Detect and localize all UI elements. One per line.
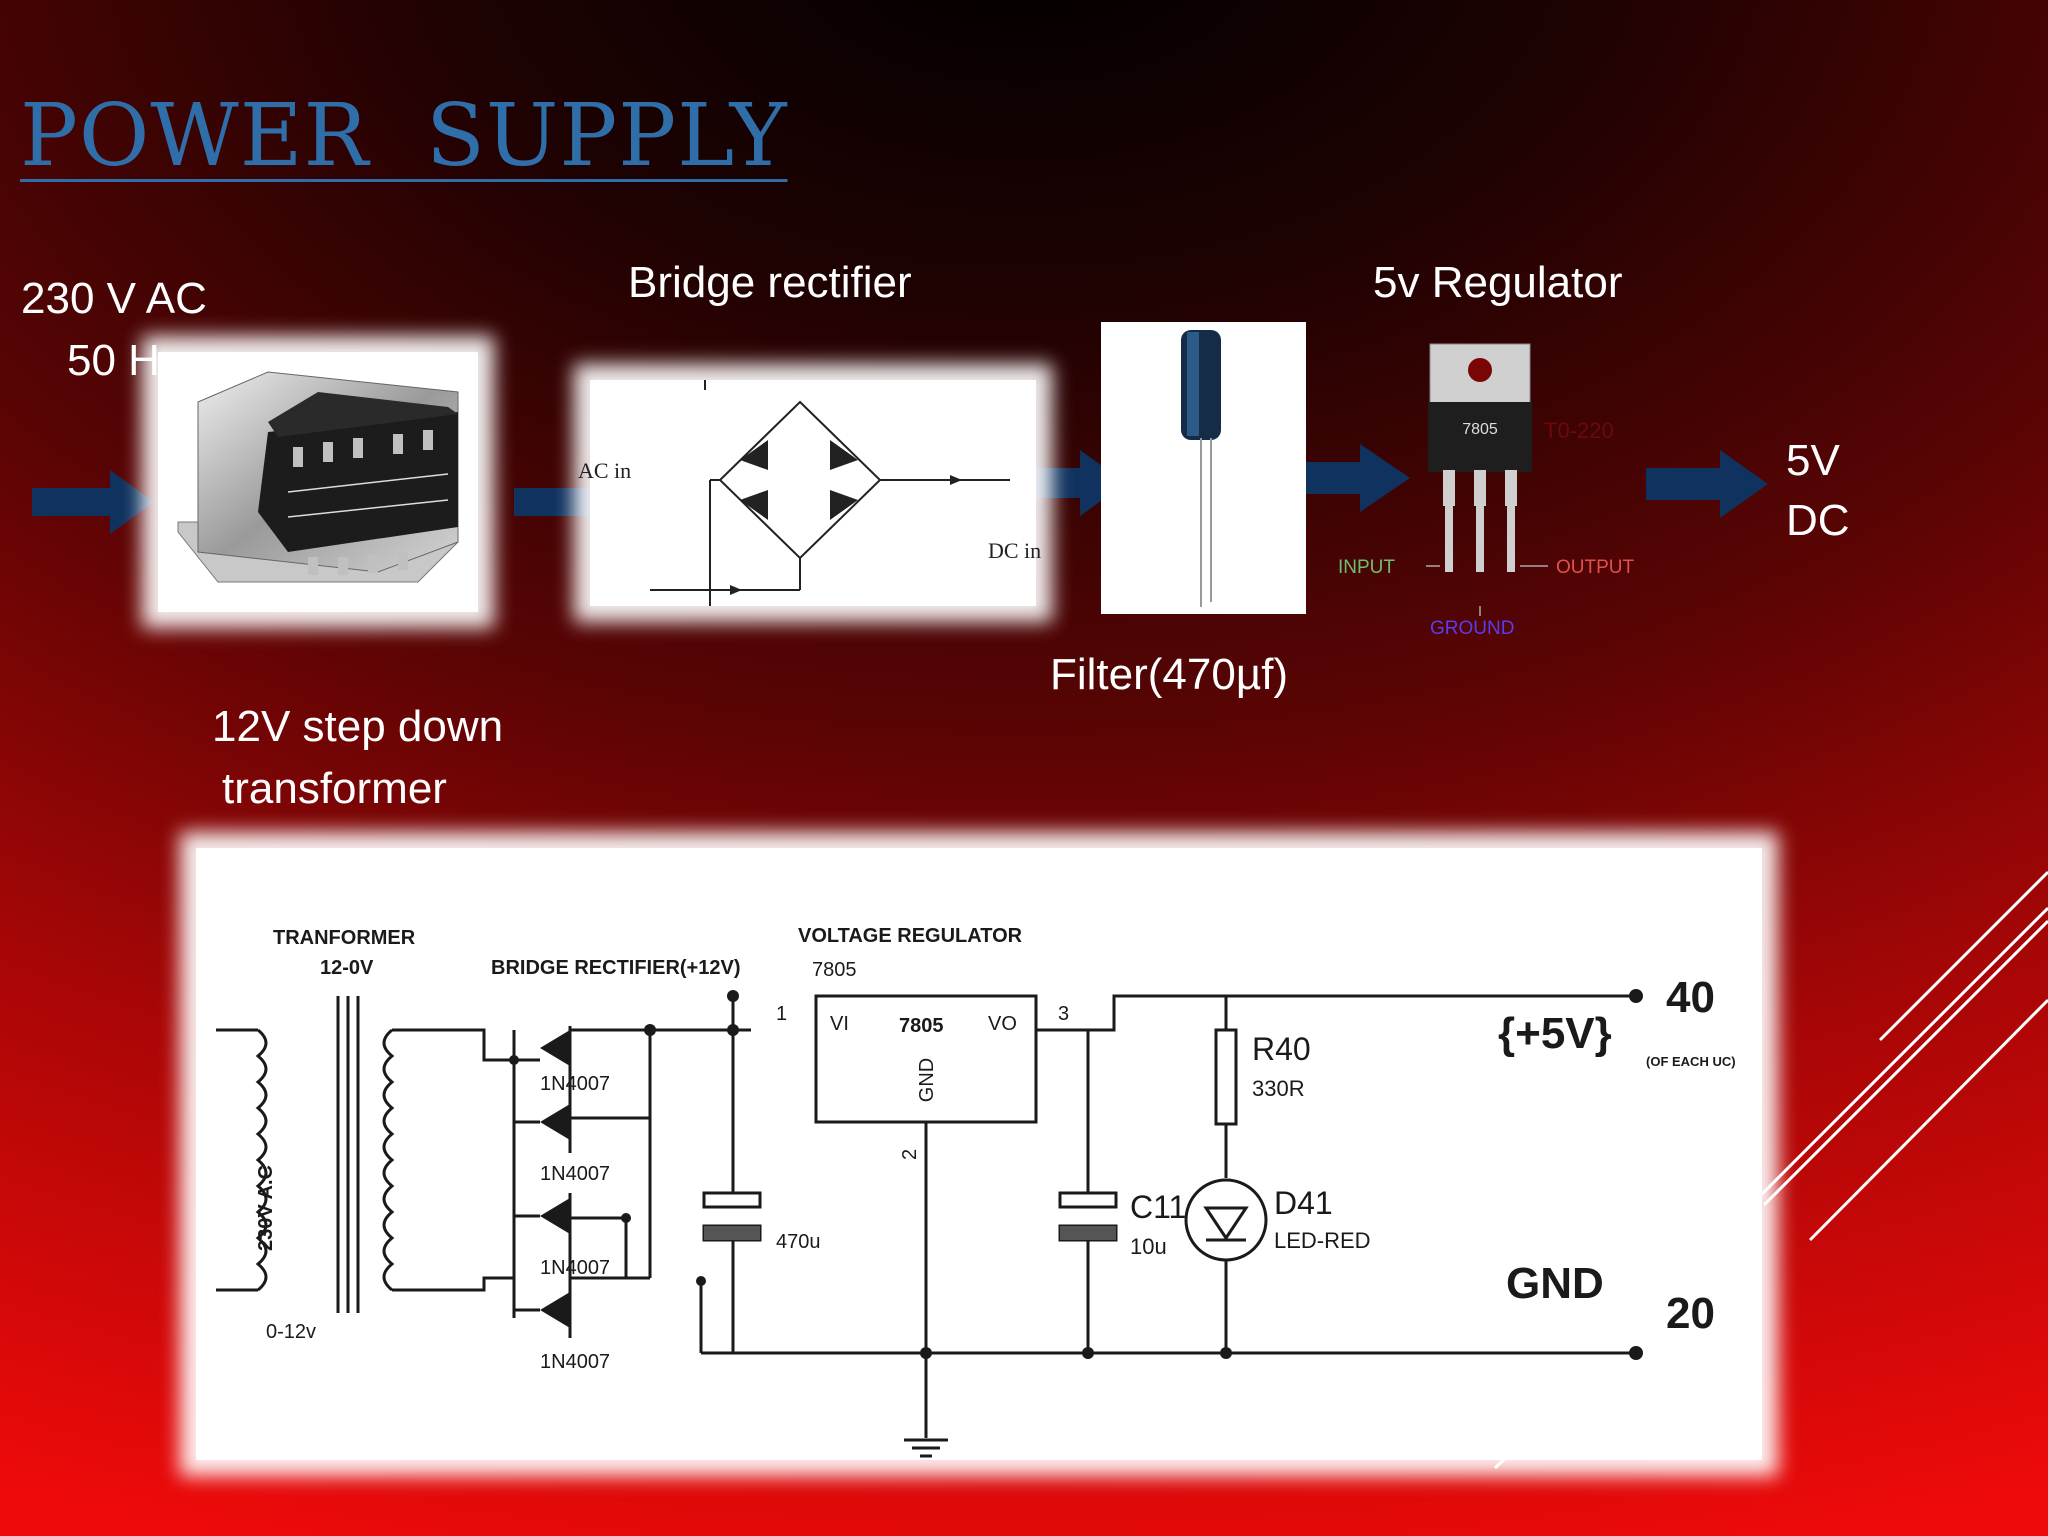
led-name: D41 [1274,1185,1333,1221]
transformer-title: TRANFORMER [273,927,416,949]
resistor-name: R40 [1252,1031,1311,1067]
regulator-image: 7805 T0-220 INPUT OUTPUT GROUND [1338,343,1635,639]
output-label-line2: DC [1786,496,1850,545]
ground-label: GND [1506,1259,1604,1308]
output-voltage-label: {+5V} [1498,1009,1612,1058]
schematic-drawing: TRANFORMER 12-0V 230V A.C 0-12v BRIDGE R… [216,925,1736,1458]
pin-3-label: 3 [1058,1003,1069,1025]
regulator-chip-text: 7805 [1462,421,1498,438]
ac-input-label-line2: 50 Hz [67,336,182,385]
ac-input-text: 230V A.C [255,1165,277,1251]
bridge-title: BRIDGE RECTIFIER(+12V) [491,957,740,979]
ac-in-text: AC in [578,458,631,483]
pin-vo-label: VO [988,1013,1017,1035]
regulator-package-text: T0-220 [1544,418,1614,443]
bridge-rectifier-drawing: AC in DC in [578,380,1041,606]
cap2-value: 10u [1130,1234,1167,1259]
arrow-filter-to-regulator [1306,444,1410,512]
regulator-title: VOLTAGE REGULATOR [798,925,1023,947]
diode-3-label: 1N4007 [540,1257,610,1279]
regulator-label: 5v Regulator [1373,258,1623,307]
arrow-ac-to-transformer [32,470,154,534]
pin-1-label: 1 [776,1003,787,1025]
arrow-regulator-to-output [1646,450,1768,518]
power-supply-schematic: TRANFORMER 12-0V 230V A.C 0-12v BRIDGE R… [196,848,1762,1460]
capacitor-drawing [1181,330,1221,607]
transformer-rating: 12-0V [320,957,374,979]
output-note: (OF EACH UC) [1646,1054,1736,1069]
diode-1-label: 1N4007 [540,1073,610,1095]
diode-2-label: 1N4007 [540,1163,610,1185]
cap1-label: 470u [776,1231,821,1253]
regulator-part: 7805 [812,959,857,981]
pin-ground-text: GROUND [1430,618,1514,639]
regulator-chip-label: 7805 [899,1015,944,1037]
dc-in-text: DC in [988,538,1041,563]
bridge-rectifier-label: Bridge rectifier [628,258,912,307]
diode-4-label: 1N4007 [540,1351,610,1373]
ac-input-label-line1: 230 V AC [21,274,207,323]
output-pin-number: 40 [1666,973,1715,1022]
cap2-name: C11 [1130,1189,1186,1225]
pin-gnd-label: GND [916,1058,938,1102]
filter-label: Filter(470µf) [1050,650,1289,699]
transformer-drawing [177,371,459,583]
resistor-value: 330R [1252,1076,1305,1101]
slide-title: POWER SUPPLY [20,86,788,186]
pin-input-text: INPUT [1338,557,1395,578]
pin-vi-label: VI [830,1013,849,1035]
transformer-label-line1: 12V step down [212,702,504,751]
pin-output-text: OUTPUT [1556,557,1635,578]
transformer-image [158,352,478,612]
ground-pin-number: 20 [1666,1289,1715,1338]
secondary-label: 0-12v [266,1321,316,1343]
filter-capacitor-image [1101,322,1306,614]
led-value: LED-RED [1274,1228,1371,1253]
output-label-line1: 5V [1786,436,1840,485]
transformer-label-line2: transformer [222,764,447,813]
bridge-rectifier-image: AC in DC in [578,380,1041,606]
pin-2-label: 2 [899,1149,921,1160]
